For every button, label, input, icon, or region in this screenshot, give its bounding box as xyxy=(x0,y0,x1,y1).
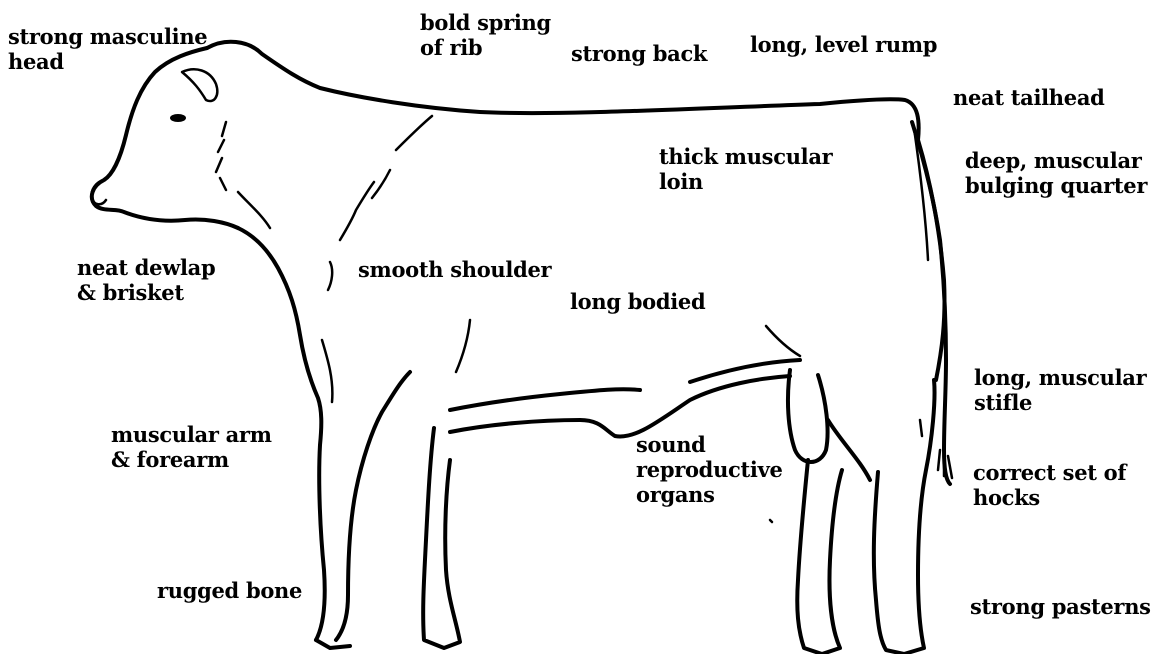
bull-scrotum xyxy=(788,370,828,462)
bull-front-leg-back xyxy=(336,372,410,640)
bull-forearm-muscle xyxy=(322,340,332,402)
label-quarter: deep, muscular bulging quarter xyxy=(965,148,1147,198)
bull-mark xyxy=(770,520,772,522)
label-rib: bold spring of rib xyxy=(420,10,551,60)
label-bodied: long bodied xyxy=(570,289,705,314)
bull-eye xyxy=(170,114,186,122)
label-organs: sound reproductive organs xyxy=(636,432,783,507)
label-tailhead: neat tailhead xyxy=(953,85,1105,110)
label-loin: thick muscular loin xyxy=(659,144,832,194)
bull-belly-lower xyxy=(450,376,790,437)
label-back: strong back xyxy=(571,41,707,66)
bull-front-hoof xyxy=(316,640,350,648)
label-hocks: correct set of hocks xyxy=(973,460,1126,510)
label-arm: muscular arm & forearm xyxy=(111,422,272,472)
bull-hind-leg-front xyxy=(797,460,842,654)
bull-neck-line xyxy=(238,192,270,228)
bull-second-front-leg xyxy=(423,428,460,648)
bull-barrel-line xyxy=(456,320,470,372)
bull-tail-switch xyxy=(938,450,952,478)
label-dewlap: neat dewlap & brisket xyxy=(77,255,215,305)
label-shoulder: smooth shoulder xyxy=(358,257,551,282)
bull-hind-leg-inner xyxy=(828,420,870,480)
bull-belly-outline xyxy=(450,389,640,410)
label-bone: rugged bone xyxy=(157,578,302,603)
label-rump: long, level rump xyxy=(750,32,937,57)
label-pasterns: strong pasterns xyxy=(970,594,1151,619)
bull-face-outline xyxy=(92,48,238,228)
bull-jaw-hair xyxy=(216,122,226,190)
bull-sheath-line xyxy=(766,326,800,356)
label-stifle: long, muscular stifle xyxy=(974,365,1146,415)
label-head: strong masculine head xyxy=(8,24,207,74)
bull-hock-mark xyxy=(920,420,922,436)
bull-flank-line xyxy=(690,360,800,382)
bull-ear-outline xyxy=(182,69,217,101)
bull-hind-leg-back xyxy=(874,380,935,654)
